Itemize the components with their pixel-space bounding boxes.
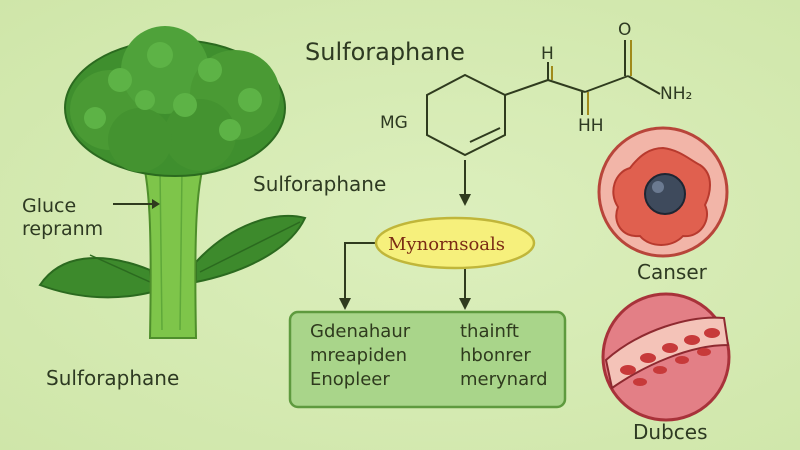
cancer-cell-illustration xyxy=(597,126,729,258)
box-row: Enopleer merynard xyxy=(310,368,570,392)
nh2-label: NH₂ xyxy=(660,84,693,104)
stem-label: Gluce repranm xyxy=(22,195,103,241)
cancer-label: Canser xyxy=(637,260,707,284)
flow-arrows xyxy=(339,160,471,310)
hh-label: HH xyxy=(578,116,604,136)
stem-label-line2: repranm xyxy=(22,218,104,240)
broccoli-illustration xyxy=(38,26,307,339)
box-cell: mreapiden xyxy=(310,345,407,366)
stem-label-line1: Gluce xyxy=(22,195,77,217)
effects-box-text: Gdenahaur thainft mreapiden hbonrer Enop… xyxy=(310,320,570,392)
myrosinase-label: Mynornsoals xyxy=(388,234,506,255)
box-row: mreapiden hbonrer xyxy=(310,344,570,368)
dubces-label: Dubces xyxy=(633,420,708,444)
title-label: Sulforaphane xyxy=(305,38,465,66)
box-cell: merynard xyxy=(460,369,548,390)
blood-vessel-illustration xyxy=(601,292,731,422)
bottom-label: Sulforaphane xyxy=(46,366,180,390)
box-cell: Gdenahaur xyxy=(310,321,411,342)
sulforaphane-molecule xyxy=(426,40,661,157)
box-cell: hbonrer xyxy=(460,345,531,366)
box-cell: thainft xyxy=(460,321,519,342)
box-row: Gdenahaur thainft xyxy=(310,320,570,344)
mg-label: MG xyxy=(380,113,408,133)
o-atom-label: O xyxy=(618,20,632,40)
h-atom-label: H xyxy=(541,44,554,64)
box-cell: Enopleer xyxy=(310,369,390,390)
effects-box xyxy=(288,310,567,409)
middle-label: Sulforaphane xyxy=(253,172,387,196)
myrosinase-ellipse xyxy=(374,216,536,270)
